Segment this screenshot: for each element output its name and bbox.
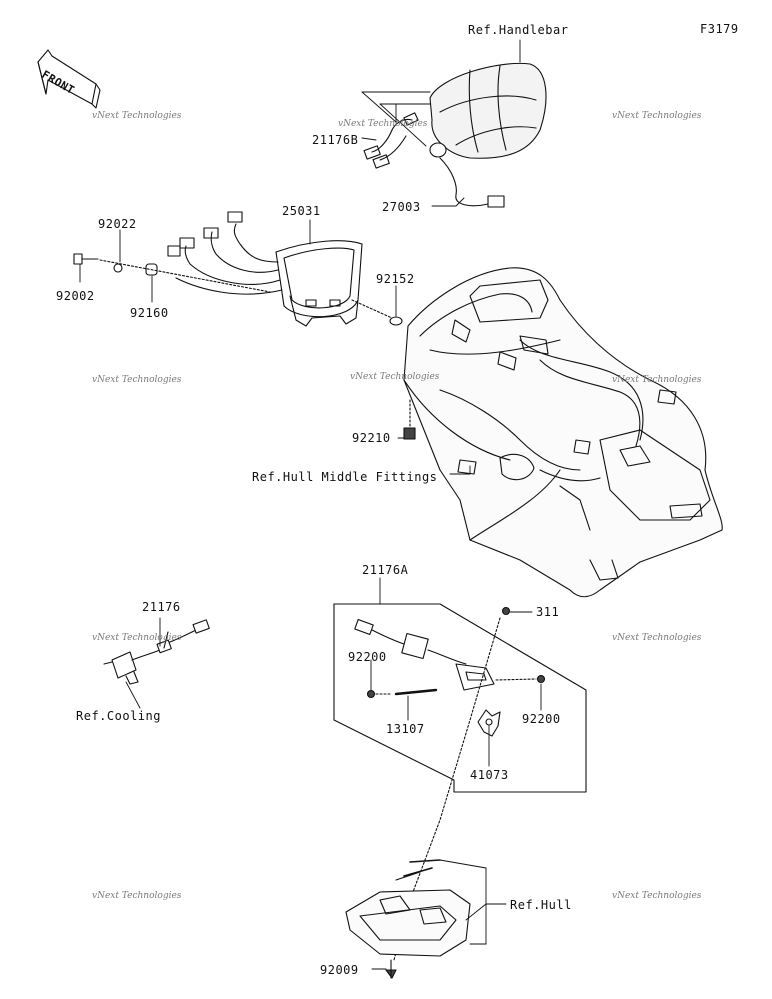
watermark: vNext Technologies xyxy=(92,111,182,121)
screw-92200-left xyxy=(366,689,376,699)
watermark: vNext Technologies xyxy=(92,375,182,385)
ref-hull-middle-fittings-label: Ref.Hull Middle Fittings xyxy=(252,470,438,484)
watermark: vNext Technologies xyxy=(92,633,182,643)
figure-code: F3179 xyxy=(700,22,739,36)
part-label-21176b: 21176B xyxy=(312,133,359,147)
screw-92009 xyxy=(385,959,397,979)
sensor-21176 xyxy=(103,619,210,685)
kit-outline-21176a xyxy=(333,603,587,793)
switch-27003 xyxy=(429,142,505,208)
clip-92210 xyxy=(403,399,416,440)
watermark: vNext Technologies xyxy=(612,891,702,901)
watermark: vNext Technologies xyxy=(338,119,428,129)
meter-assembly-25031 xyxy=(167,211,363,327)
nut-311 xyxy=(501,606,511,616)
part-label-92200-left: 92200 xyxy=(348,650,387,664)
part-label-311: 311 xyxy=(536,605,560,619)
ref-handlebar-label: Ref.Handlebar xyxy=(468,23,569,37)
watermark: vNext Technologies xyxy=(92,891,182,901)
part-label-92002: 92002 xyxy=(56,289,95,303)
bottom-bracket xyxy=(345,859,471,957)
part-label-27003: 27003 xyxy=(382,200,421,214)
part-label-21176a: 21176A xyxy=(362,563,409,577)
part-label-92210: 92210 xyxy=(352,431,391,445)
switch-21176a xyxy=(354,619,495,691)
watermark: vNext Technologies xyxy=(350,372,440,382)
screw-92002 xyxy=(73,253,99,265)
part-label-92160: 92160 xyxy=(130,306,169,320)
part-label-13107: 13107 xyxy=(386,722,425,736)
part-label-92152: 92152 xyxy=(376,272,415,286)
part-label-92022: 92022 xyxy=(98,217,137,231)
leader-lines xyxy=(79,39,542,970)
ref-hull-label: Ref.Hull xyxy=(510,898,572,912)
washer-92022 xyxy=(113,263,123,273)
part-label-92009: 92009 xyxy=(320,963,359,977)
part-label-21176: 21176 xyxy=(142,600,181,614)
part-label-92200-right: 92200 xyxy=(522,712,561,726)
handlebar-cover xyxy=(429,62,547,159)
pin-13107 xyxy=(394,688,438,696)
ref-cooling-label: Ref.Cooling xyxy=(76,709,161,723)
watermark: vNext Technologies xyxy=(612,375,702,385)
knob-41073 xyxy=(477,709,501,737)
part-label-25031: 25031 xyxy=(282,204,321,218)
part-label-41073: 41073 xyxy=(470,768,509,782)
hull-deck xyxy=(403,267,723,598)
washer-92152 xyxy=(389,316,403,326)
harness-21176b xyxy=(363,112,419,169)
front-arrow-icon xyxy=(37,49,101,109)
screw-92200-right xyxy=(536,674,546,684)
watermark: vNext Technologies xyxy=(612,633,702,643)
watermark: vNext Technologies xyxy=(612,111,702,121)
